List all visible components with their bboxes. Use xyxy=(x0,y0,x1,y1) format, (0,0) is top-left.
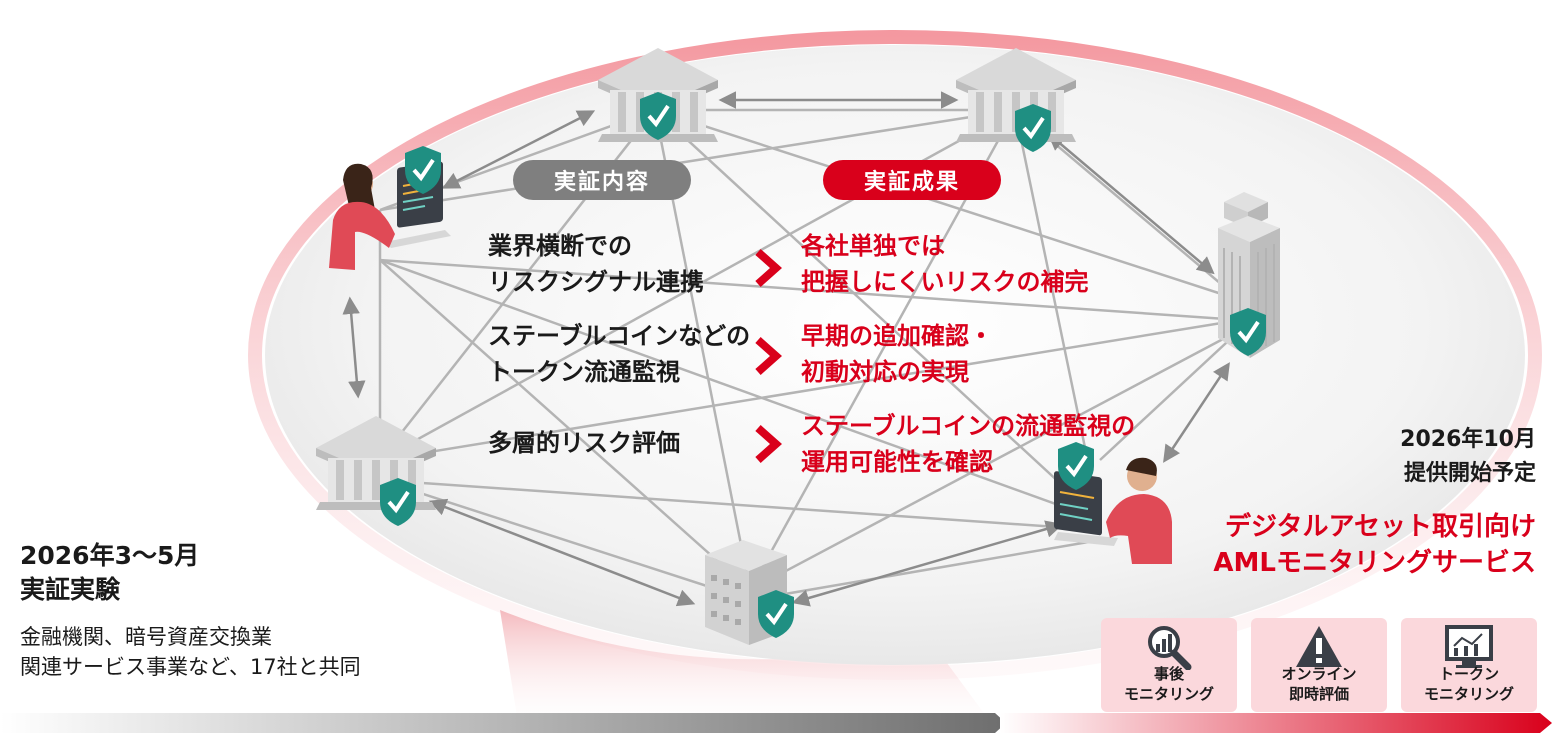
shield-check-icon xyxy=(1015,104,1051,152)
analyst-person-icon xyxy=(1054,457,1172,564)
service-name-1: デジタルアセット取引向け xyxy=(1225,512,1536,542)
content-row-3: 多層的リスク評価 xyxy=(488,429,680,457)
feature-card-realtime-evaluation: オンライン 即時評価 xyxy=(1251,618,1387,712)
timeline-arrow-service xyxy=(1000,713,1552,733)
content-row-2: ステーブルコインなどの トークン流通監視 xyxy=(488,322,751,386)
launch-label: 提供開始予定 xyxy=(1403,461,1536,486)
feature-card-post-monitoring: 事後 モニタリング xyxy=(1101,618,1237,712)
content-pill: 実証内容 xyxy=(513,160,691,200)
warning-icon xyxy=(1296,626,1342,667)
feature-label: トークン モニタリング xyxy=(1423,665,1514,703)
network-glow xyxy=(248,30,1542,680)
magnifier-chart-icon xyxy=(1148,626,1192,670)
shield-check-icon xyxy=(380,478,416,526)
launch-date: 2026年10月 xyxy=(1400,427,1536,452)
pilot-participants-2: 関連サービス事業など、17社と共同 xyxy=(20,655,361,679)
monitor-chart-icon xyxy=(1445,625,1493,668)
pilot-title: 実証実験 xyxy=(20,575,121,604)
shield-check-icon xyxy=(758,590,794,638)
timeline-arrow-pilot xyxy=(0,713,1006,733)
feature-card-token-monitoring: トークン モニタリング xyxy=(1401,618,1537,712)
shield-check-icon xyxy=(1230,308,1266,356)
result-row-2: 早期の追加確認・ 初動対応の実現 xyxy=(801,322,993,386)
feature-label: オンライン 即時評価 xyxy=(1281,665,1357,703)
result-row-3: ステーブルコインの流通監視の 運用可能性を確認 xyxy=(801,412,1136,476)
feature-label: 事後 モニタリング xyxy=(1123,665,1214,703)
funnel-shadow xyxy=(500,610,1000,735)
result-pill: 実証成果 xyxy=(823,160,1001,200)
pilot-period: 2026年3～5月 xyxy=(20,541,200,570)
chevron-right-icon xyxy=(755,425,782,463)
chevron-right-icon xyxy=(755,337,782,375)
peer-arrows xyxy=(342,91,1230,607)
content-row-1: 業界横断での リスクシグナル連携 xyxy=(488,232,704,296)
result-row-1: 各社単独では 把握しにくいリスクの補完 xyxy=(801,232,1089,296)
chevron-right-icon xyxy=(755,249,782,287)
shield-check-icon xyxy=(640,92,676,140)
service-name-2: AMLモニタリングサービス xyxy=(1213,548,1536,578)
pilot-participants-1: 金融機関、暗号資産交換業 xyxy=(20,625,272,649)
shield-check-icon xyxy=(405,146,441,194)
bank-icon xyxy=(316,416,436,510)
shield-check-icon xyxy=(1058,442,1094,490)
